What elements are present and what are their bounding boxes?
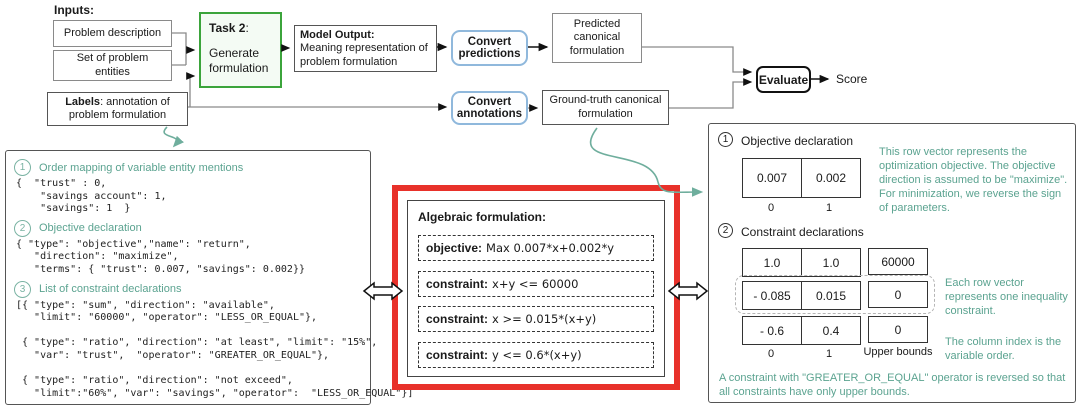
predicted-canonical-box: Predicted canonical formulation bbox=[552, 13, 642, 63]
ground-truth-box: Ground-truth canonical formulation bbox=[542, 90, 669, 125]
objective-row-formula: Max 0.007*x+0.002*y bbox=[486, 241, 615, 255]
matrix-cell: - 0.085 bbox=[742, 281, 802, 310]
objective-declaration-code: { "type": "objective","name": "return", … bbox=[16, 238, 305, 275]
labels-to-panel-curve bbox=[163, 126, 184, 148]
convert-predictions-box: Convert predictions bbox=[451, 30, 528, 66]
vector-index-0: 0 bbox=[767, 202, 775, 214]
bound-cell: 0 bbox=[868, 316, 928, 343]
matrix-cell: 0.015 bbox=[802, 281, 861, 310]
greater-or-equal-note: A constraint with "GREATER_OR_EQUAL" ope… bbox=[719, 372, 1066, 398]
matrix-row-3: - 0.6 0.4 bbox=[742, 316, 861, 345]
ground-truth-to-panel-curve bbox=[589, 127, 704, 197]
matrix-index-0: 0 bbox=[767, 348, 775, 360]
problem-entities-box: Set of problem entities bbox=[53, 50, 172, 81]
predicted-to-evaluate-line bbox=[642, 46, 753, 76]
left-item1-title: Order mapping of variable entity mention… bbox=[39, 161, 244, 174]
objective-row-label: objective: bbox=[426, 241, 483, 255]
matrix-cell: 0.4 bbox=[802, 316, 861, 345]
matrix-index-1: 1 bbox=[825, 348, 833, 360]
labels-box: Labels: annotation of problem formulatio… bbox=[47, 92, 188, 126]
matrix-row-1: 1.0 1.0 bbox=[742, 248, 861, 277]
evaluate-box: Evaluate bbox=[756, 66, 811, 93]
bound-cell: 60000 bbox=[868, 248, 928, 275]
objective-vector: 0.007 0.002 bbox=[742, 158, 861, 198]
task2-title: Task 2 bbox=[209, 21, 246, 35]
right-item1-title: Objective declaration bbox=[741, 134, 854, 148]
vector-cell: 0.007 bbox=[742, 158, 802, 198]
matrix-cell: 1.0 bbox=[742, 248, 802, 277]
ground-truth-label: Ground-truth canonical formulation bbox=[549, 94, 662, 120]
constraint-row-1-label: constraint: bbox=[426, 276, 489, 291]
objective-row: objective:Max 0.007*x+0.002*y bbox=[418, 235, 654, 261]
matrix-cell: - 0.6 bbox=[742, 316, 802, 345]
predicted-canonical-label: Predicted canonical formulation bbox=[569, 17, 625, 57]
problem-description-box: Problem description bbox=[53, 20, 172, 47]
circled-1-icon: 1 bbox=[14, 159, 31, 176]
ground-truth-to-evaluate-line bbox=[669, 78, 753, 109]
left-item3-title: List of constraint declarations bbox=[39, 283, 182, 296]
column-index-note: The column index is the variable order. bbox=[945, 336, 1062, 362]
model-output-body: Meaning representation of problem formul… bbox=[300, 42, 428, 68]
constraint-row-3: constraint:y <= 0.6*(x+y) bbox=[418, 341, 654, 368]
labels-bold: Labels bbox=[65, 95, 101, 108]
upper-bounds-label: Upper bounds bbox=[863, 346, 933, 358]
task2-colon: : bbox=[245, 21, 249, 35]
row-vector-note: Each row vector represents one inequalit… bbox=[945, 277, 1068, 317]
objective-note: This row vector represents the optimizat… bbox=[879, 146, 1068, 214]
constraint-row-2-label: constraint: bbox=[426, 312, 489, 326]
constraint-row-2: constraint:x >= 0.015*(x+y) bbox=[418, 306, 654, 332]
algebraic-formulation-box: Algebraic formulation: objective:Max 0.0… bbox=[407, 200, 665, 377]
red-highlight-frame: Algebraic formulation: objective:Max 0.0… bbox=[392, 185, 680, 390]
right-item2-title: Constraint declarations bbox=[741, 225, 864, 239]
convert-annotations-box: Convert annotations bbox=[451, 91, 528, 125]
convert-annotations-label: Convert annotations bbox=[456, 96, 523, 120]
labels-rest: : annotation of problem formulation bbox=[68, 95, 170, 121]
algebraic-title: Algebraic formulation: bbox=[418, 210, 547, 224]
vector-cell: 0.002 bbox=[802, 158, 861, 198]
problem-description-label: Problem description bbox=[63, 26, 162, 39]
constraint-row-2-formula: x >= 0.015*(x+y) bbox=[492, 312, 597, 326]
inputs-bracket-line bbox=[172, 32, 187, 66]
meaning-representation-panel: 1 Order mapping of variable entity menti… bbox=[5, 150, 414, 405]
matrix-cell: 1.0 bbox=[802, 248, 861, 277]
vector-index-1: 1 bbox=[825, 202, 833, 214]
constraint-row-3-label: constraint: bbox=[426, 347, 489, 362]
model-output-box: Model Output: Meaning representation of … bbox=[294, 25, 437, 72]
order-mapping-code: { "trust" : 0, "savings account": 1, "sa… bbox=[16, 178, 167, 215]
constraint-declarations-code: [{ "type": "sum", "direction": "availabl… bbox=[16, 299, 414, 399]
highlighted-row-outline bbox=[735, 275, 935, 314]
circled-2-black-icon: 2 bbox=[718, 223, 733, 238]
circled-1-black-icon: 1 bbox=[718, 132, 733, 147]
canonical-formulation-panel: 1 Objective declaration 0.007 0.002 0 1 … bbox=[708, 123, 1076, 403]
constraint-row-3-formula: y <= 0.6*(x+y) bbox=[492, 347, 582, 362]
problem-entities-label: Set of problem entities bbox=[76, 52, 149, 78]
constraint-row-1-formula: x+y <= 60000 bbox=[492, 276, 579, 291]
inputs-label: Inputs: bbox=[54, 3, 94, 17]
task2-subtitle: Generate formulation bbox=[209, 46, 269, 75]
labels-box-text: Labels: annotation of problem formulatio… bbox=[52, 96, 183, 123]
left-item2-title: Objective declaration bbox=[39, 222, 142, 235]
matrix-row-2: - 0.085 0.015 bbox=[742, 281, 861, 310]
circled-2-icon: 2 bbox=[14, 219, 31, 237]
evaluate-label: Evaluate bbox=[758, 72, 809, 87]
labels-to-task-arrow bbox=[186, 72, 196, 107]
constraint-row-1: constraint:x+y <= 60000 bbox=[418, 270, 654, 297]
convert-predictions-label: Convert predictions bbox=[458, 36, 521, 60]
bound-cell: 0 bbox=[868, 281, 928, 308]
model-output-title: Model Output: bbox=[300, 29, 375, 41]
circled-3-icon: 3 bbox=[14, 280, 31, 298]
task2-box: Task 2: Generate formulation bbox=[199, 12, 282, 88]
score-label: Score bbox=[836, 72, 868, 86]
